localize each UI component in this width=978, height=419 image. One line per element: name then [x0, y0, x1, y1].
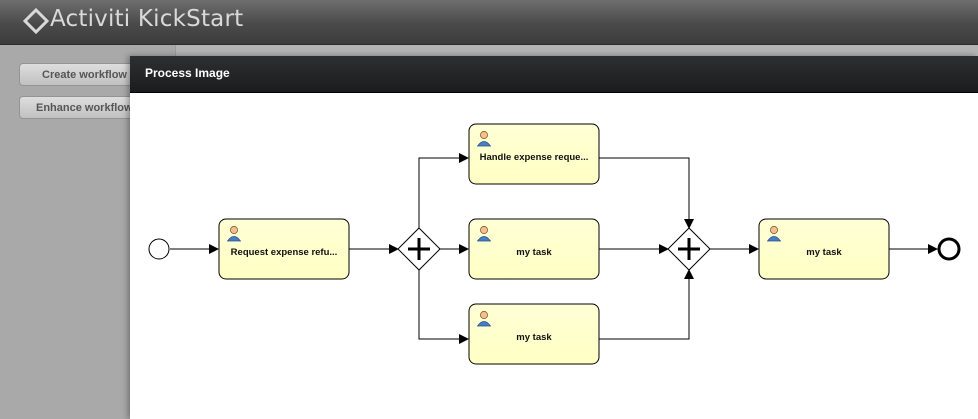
task-label: my task	[516, 247, 552, 258]
end-event	[937, 237, 961, 261]
task-label: my task	[806, 247, 842, 258]
flow-handle-to-join	[599, 157, 694, 229]
user-task-icon	[766, 226, 782, 242]
task-label: Handle expense reque...	[480, 152, 589, 163]
task-label: my task	[516, 332, 552, 343]
flow-bottom-to-join	[599, 269, 694, 340]
task-my-task-final: my task	[758, 218, 890, 280]
user-task-icon	[226, 226, 242, 242]
activiti-logo-icon	[23, 8, 49, 34]
task-my-task-bottom: my task	[468, 303, 600, 365]
flow-fork-to-handle	[418, 153, 469, 228]
task-label: Request expense refu...	[231, 247, 338, 258]
sequence-flows	[170, 153, 938, 344]
parallel-gateway-fork	[397, 227, 441, 271]
app-header: Activiti KickStart	[0, 0, 978, 45]
process-image-dialog: Request expense refu... Handle expense r…	[130, 56, 978, 419]
process-diagram: Request expense refu... Handle expense r…	[148, 123, 961, 365]
app-title: Activiti KickStart	[50, 6, 244, 32]
flow-fork-to-bottom-task	[418, 270, 469, 344]
dialog-header[interactable]: Process Image	[130, 56, 978, 93]
user-task-icon	[476, 226, 492, 242]
user-task-icon	[476, 131, 492, 147]
task-my-task-middle: my task	[468, 218, 600, 280]
dialog-title: Process Image	[145, 66, 230, 80]
task-handle-expense: Handle expense reque...	[468, 123, 600, 185]
parallel-gateway-join	[667, 227, 711, 271]
start-event	[148, 238, 170, 260]
task-request-expense: Request expense refu...	[218, 218, 350, 280]
user-task-icon	[476, 311, 492, 327]
